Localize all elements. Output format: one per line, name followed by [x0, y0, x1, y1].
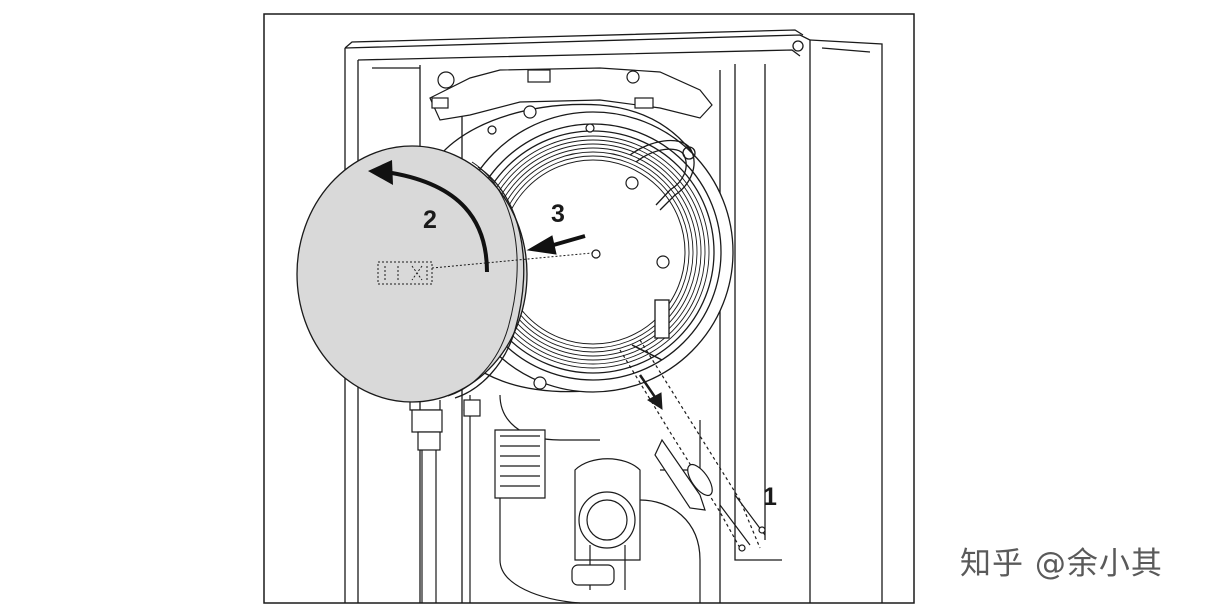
electrode-assembly — [619, 339, 766, 552]
boiler-casing — [344, 29, 883, 603]
alignment-slot — [377, 252, 593, 285]
callout-step-2: 2 — [423, 206, 437, 234]
removal-arrow — [638, 374, 663, 410]
top-bracket — [429, 67, 713, 121]
pull-arrow — [526, 234, 586, 255]
gas-pipe — [629, 139, 696, 339]
rotation-arrow — [368, 160, 489, 273]
burner-cover — [296, 145, 528, 403]
lower-assemblies — [409, 394, 701, 604]
callout-step-3: 3 — [551, 200, 565, 228]
callout-step-1: 1 — [763, 483, 777, 511]
watermark-text: 知乎 @余小其 — [960, 546, 1163, 582]
center-screw — [591, 249, 601, 259]
